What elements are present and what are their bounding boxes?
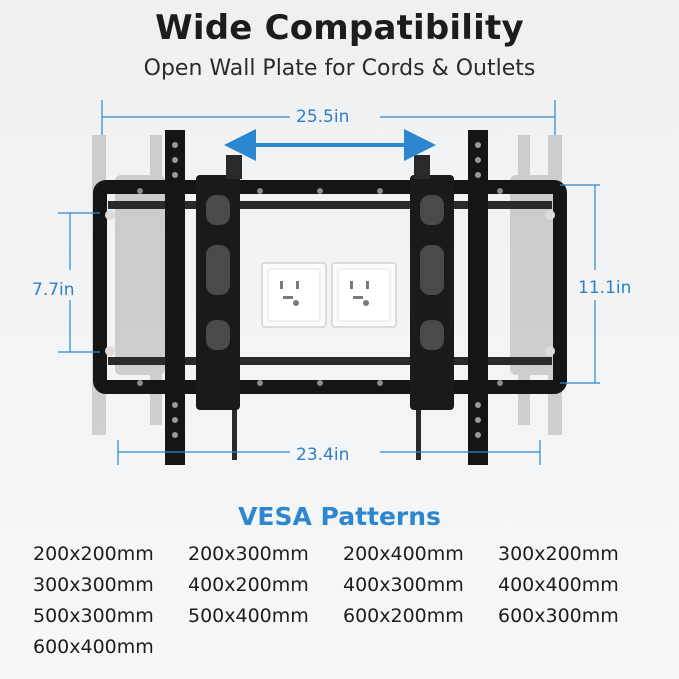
vesa-pattern: 200x400mm [343, 543, 464, 565]
vesa-pattern: 600x300mm [498, 605, 619, 627]
vesa-pattern: 300x200mm [498, 543, 619, 565]
wall-outlet-icon [331, 262, 397, 328]
wall-plate [93, 180, 567, 394]
dimension-lines [58, 100, 600, 465]
vesa-pattern: 600x200mm [343, 605, 464, 627]
bottom-width-label: 23.4in [296, 445, 350, 465]
vesa-pattern: 500x300mm [33, 605, 154, 627]
vertical-arms [165, 130, 488, 465]
vesa-pattern: 400x200mm [188, 574, 309, 596]
right-height-label: 11.1in [578, 278, 632, 298]
vesa-pattern: 400x400mm [498, 574, 619, 596]
vesa-pattern: 200x200mm [33, 543, 154, 565]
wall-outlet-icon [261, 262, 327, 328]
vesa-pattern-list: 200x200mm 200x300mm 200x400mm 300x200mm … [33, 540, 648, 662]
page-subtitle: Open Wall Plate for Cords & Outlets [143, 56, 536, 81]
top-width-label: 25.5in [296, 107, 350, 127]
left-height-label: 7.7in [32, 280, 75, 300]
vesa-pattern: 300x300mm [33, 574, 154, 596]
page-title: Wide Compatibility [155, 8, 524, 48]
vesa-heading: VESA Patterns [238, 502, 441, 531]
tilt-brackets [196, 155, 454, 460]
vesa-pattern: 400x300mm [343, 574, 464, 596]
vesa-pattern: 600x400mm [33, 636, 154, 658]
tv-wall-mount-illustration [58, 100, 600, 465]
vesa-pattern: 500x400mm [188, 605, 309, 627]
vesa-pattern: 200x300mm [188, 543, 309, 565]
